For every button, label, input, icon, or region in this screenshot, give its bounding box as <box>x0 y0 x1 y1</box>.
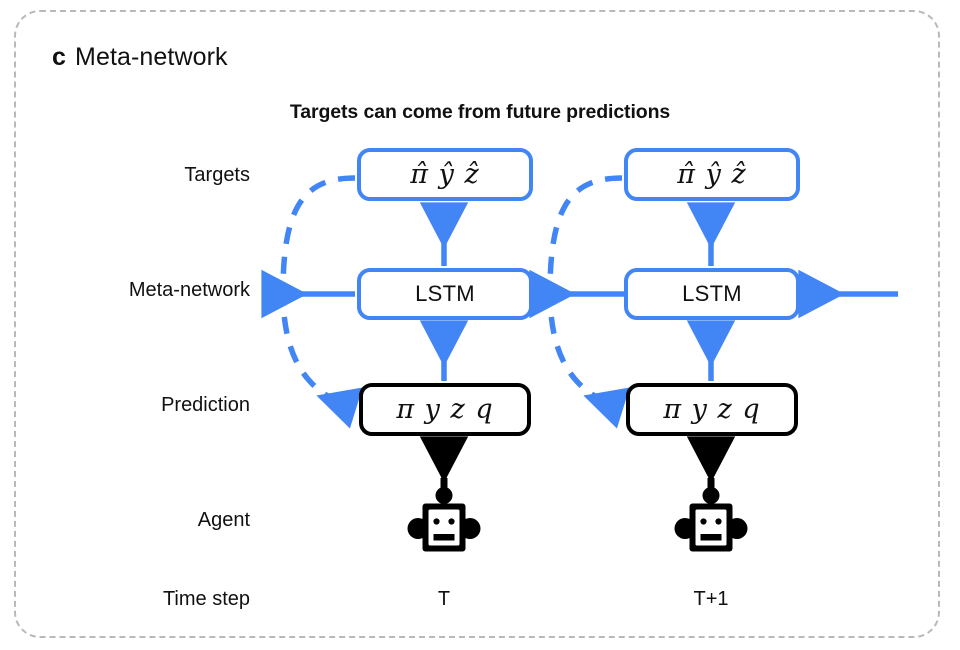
edge-targets-to-prediction-loop-t <box>280 175 363 429</box>
time-step-label-t1: T+1 <box>693 588 729 610</box>
time-step-label-t: T <box>437 588 451 610</box>
panel-title-text: Meta-network <box>75 43 228 71</box>
lstm-label-t1: LSTM <box>682 281 742 306</box>
page-title: c Meta-network <box>52 43 228 72</box>
prediction-symbols-t: π y z q <box>396 394 494 425</box>
lstm-box-t[interactable]: LSTM <box>357 268 533 320</box>
lstm-label-t: LSTM <box>415 281 475 306</box>
targets-symbols-t1: π̂ ŷ ẑ <box>677 159 747 190</box>
row-label-targets: Targets <box>184 164 250 186</box>
targets-box-t[interactable]: π̂ ŷ ẑ <box>357 148 533 201</box>
targets-box-t1[interactable]: π̂ ŷ ẑ <box>624 148 800 201</box>
targets-symbols-t: π̂ ŷ ẑ <box>410 159 480 190</box>
row-label-time-step: Time step <box>162 588 250 610</box>
prediction-box-t1[interactable]: π y z q <box>626 383 798 436</box>
panel-tag: c <box>52 43 67 71</box>
robot-icon <box>674 478 748 552</box>
row-label-meta-network: Meta-network <box>128 279 250 301</box>
edge-targets-to-prediction-loop-t1 <box>547 175 630 429</box>
row-label-agent: Agent <box>197 509 250 531</box>
prediction-box-t[interactable]: π y z q <box>359 383 531 436</box>
row-label-prediction: Prediction <box>161 394 250 416</box>
lstm-box-t1[interactable]: LSTM <box>624 268 800 320</box>
robot-icon <box>407 478 481 552</box>
diagram-caption: Targets can come from future predictions <box>289 101 671 123</box>
prediction-symbols-t1: π y z q <box>663 394 761 425</box>
